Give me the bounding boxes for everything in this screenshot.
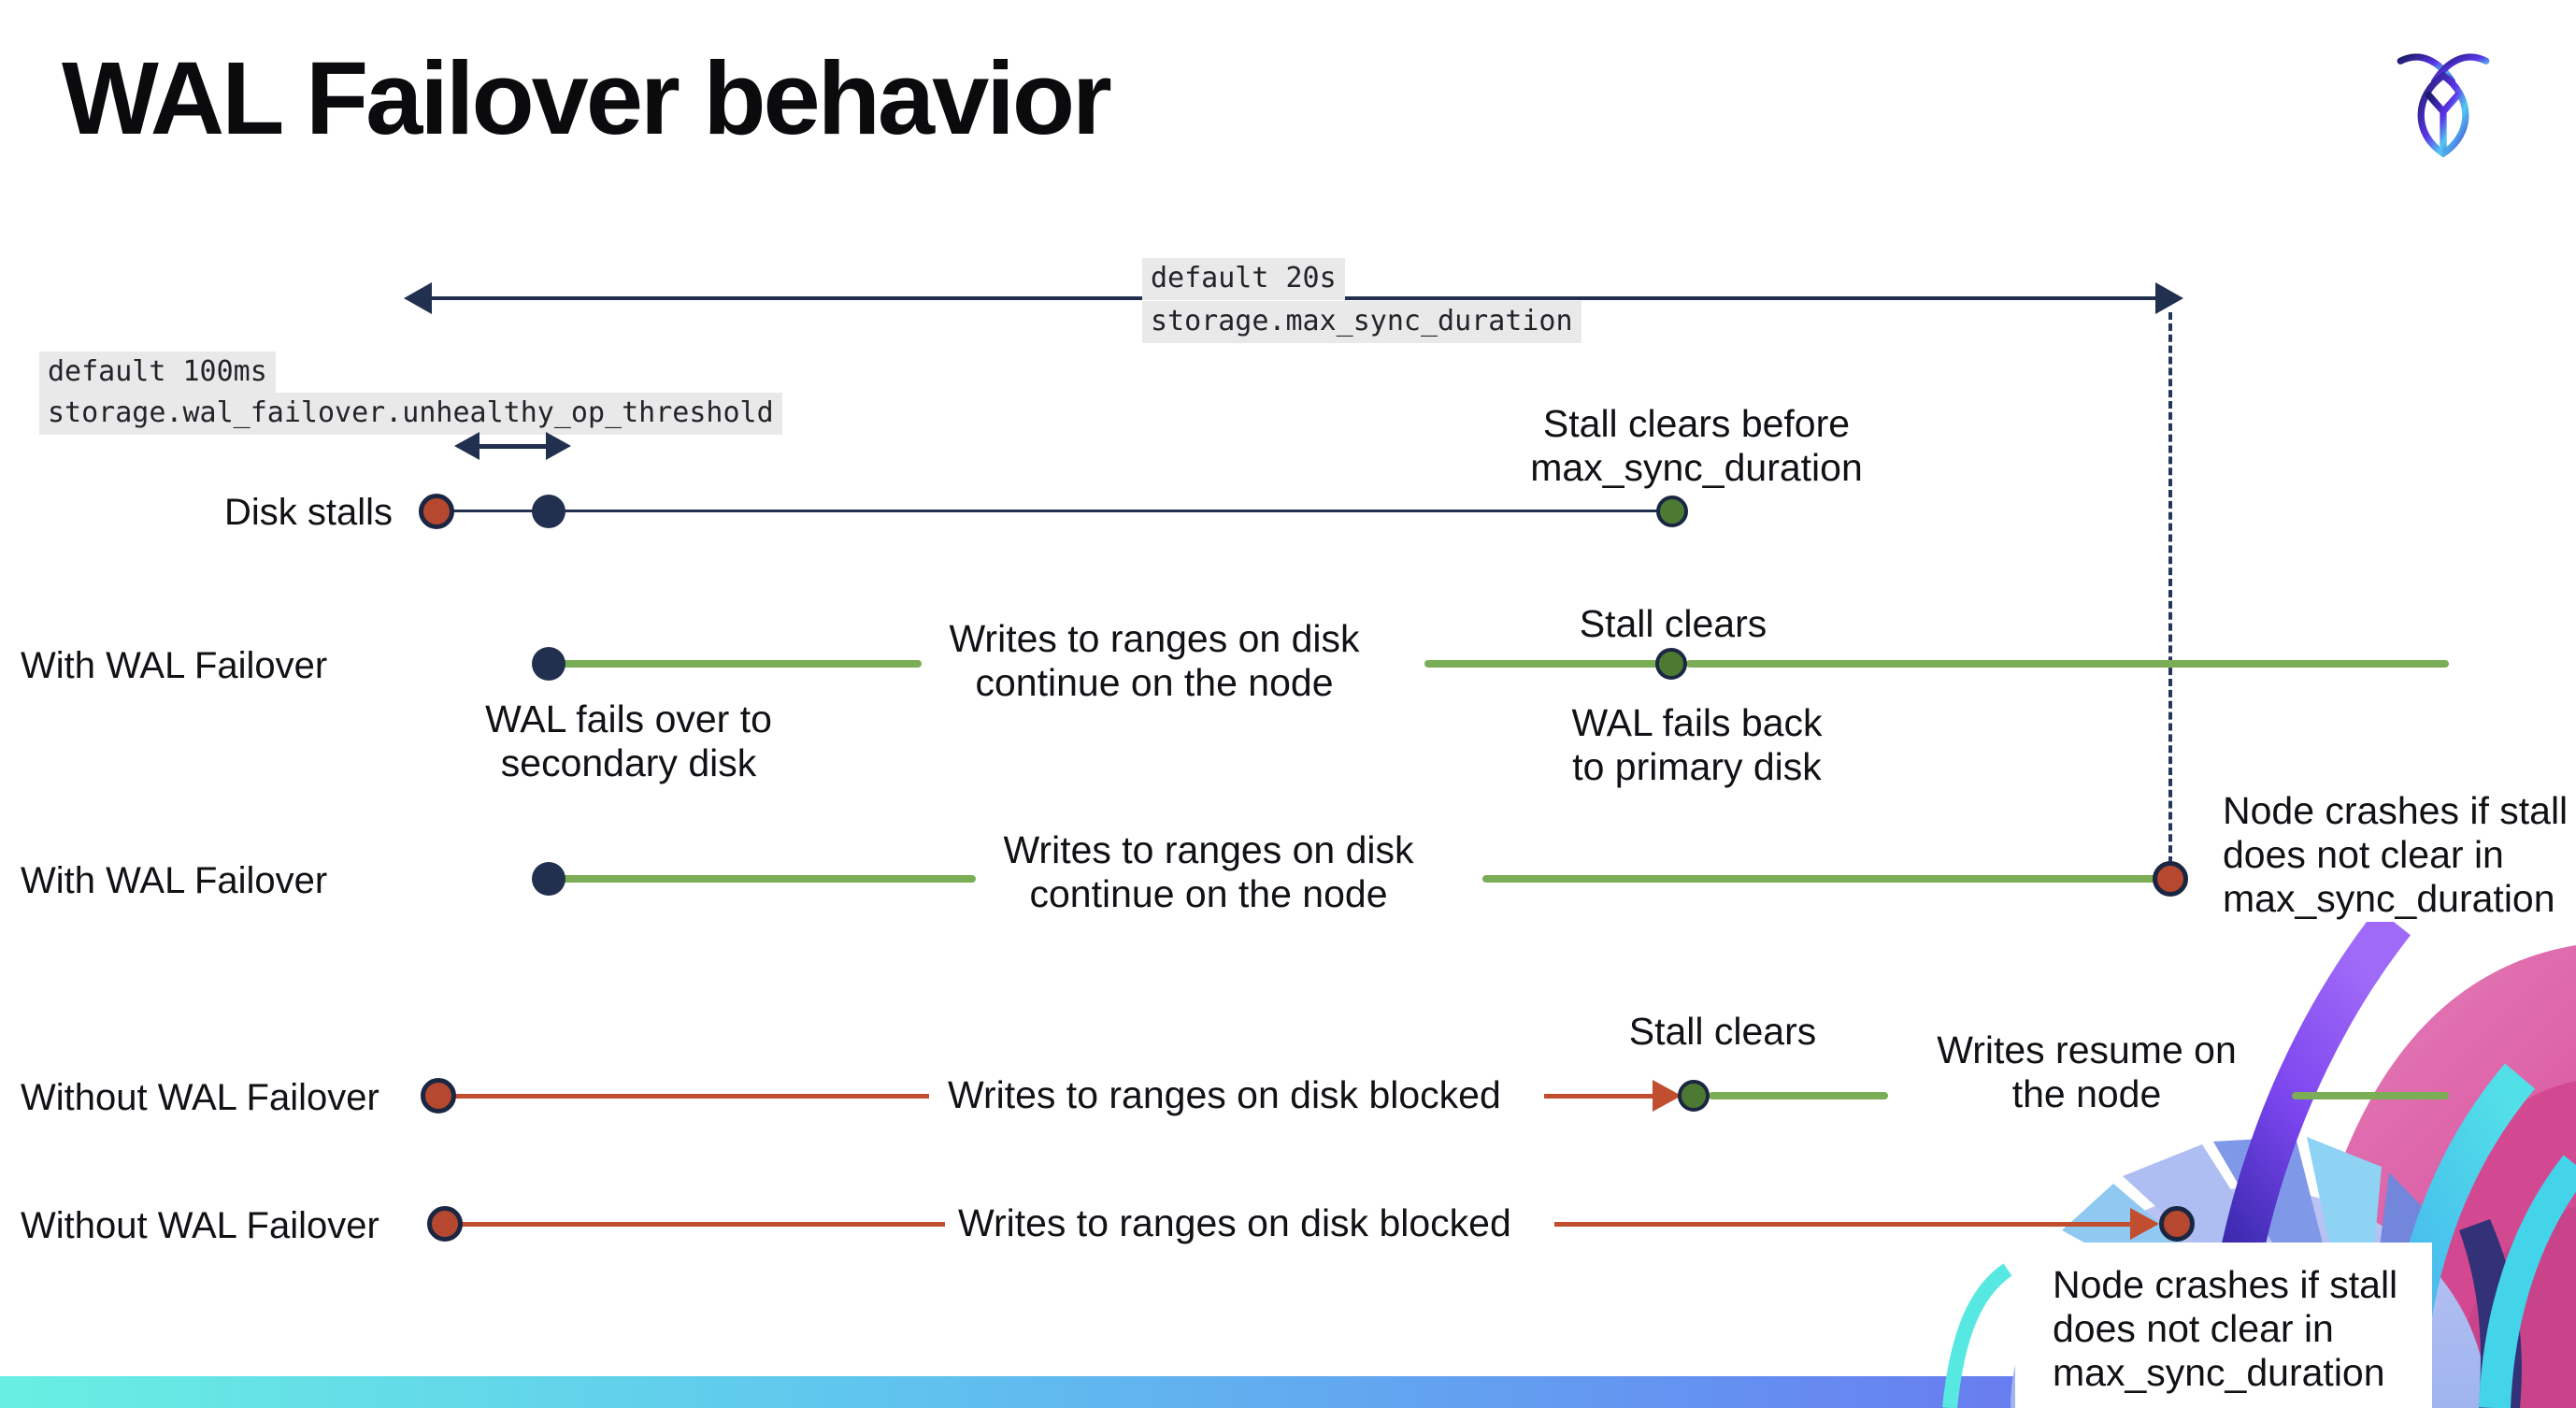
stall-clears-before-note: Stall clears before max_sync_duration <box>1530 402 1863 489</box>
unhealthy-op-setting-chip: storage.wal_failover.unhealthy_op_thresh… <box>39 393 782 435</box>
red-arrow-line <box>1554 1222 2136 1227</box>
red-blocked-segment <box>454 1094 929 1099</box>
timeline-segment <box>561 510 1672 512</box>
stall-clears-dot <box>1678 1080 1710 1112</box>
max-sync-setting-chip: storage.max_sync_duration <box>1142 301 1581 343</box>
row-label-with-wal-failover: With WAL Failover <box>21 645 328 686</box>
max-sync-boundary-dashed-line <box>2168 312 2172 864</box>
writes-resume-note: Writes resume on the node <box>1937 1028 2237 1115</box>
row-label-disk-stalls: Disk stalls <box>224 492 394 533</box>
disk-stall-start-dot <box>421 1078 456 1113</box>
writes-blocked-note: Writes to ranges on disk blocked <box>958 1201 1511 1244</box>
green-resume-segment <box>2292 1092 2449 1099</box>
row-label-with-wal-failover: With WAL Failover <box>21 860 328 901</box>
green-write-segment <box>1424 660 1660 668</box>
failover-dot <box>532 647 565 681</box>
red-blocked-segment <box>461 1222 945 1227</box>
writes-blocked-note: Writes to ranges on disk blocked <box>948 1073 1501 1116</box>
stall-clears-dot <box>1655 648 1687 680</box>
failover-dot <box>532 862 565 896</box>
disk-stall-start-dot <box>419 494 454 529</box>
arrowhead-right-icon <box>546 432 571 460</box>
red-arrow-line <box>1544 1094 1658 1099</box>
arrowhead-right-icon <box>2155 282 2183 314</box>
green-resume-segment <box>1709 1092 1888 1099</box>
timeline-segment <box>436 510 552 512</box>
red-arrowhead-icon <box>1653 1080 1682 1112</box>
max-sync-default-chip: default 20s <box>1142 258 1345 300</box>
wal-fails-back-note: WAL fails back to primary disk <box>1571 701 1823 788</box>
node-crashes-note: Node crashes if stall does not clear in … <box>2223 789 2569 920</box>
row-label-without-wal-failover: Without WAL Failover <box>21 1077 379 1118</box>
stall-clears-dot <box>1656 496 1688 527</box>
node-crashes-box: Node crashes if stall does not clear in … <box>2015 1243 2432 1408</box>
cockroachdb-logo-icon <box>2395 47 2492 159</box>
writes-continue-note: Writes to ranges on disk continue on the… <box>949 617 1360 704</box>
threshold-dot <box>532 495 565 528</box>
page-title: WAL Failover behavior <box>62 41 1112 156</box>
arrowhead-left-icon <box>454 432 479 460</box>
red-arrowhead-icon <box>2130 1208 2159 1240</box>
node-crash-dot <box>2159 1206 2195 1242</box>
row-label-without-wal-failover: Without WAL Failover <box>21 1205 379 1246</box>
unhealthy-op-default-chip: default 100ms <box>39 352 276 394</box>
stall-clears-note: Stall clears <box>1579 602 1767 645</box>
arrowhead-left-icon <box>404 282 432 314</box>
node-crash-dot <box>2153 861 2188 897</box>
writes-continue-note: Writes to ranges on disk continue on the… <box>1003 828 1414 915</box>
green-write-segment <box>561 875 976 883</box>
disk-stall-start-dot <box>427 1206 463 1242</box>
node-crashes-note: Node crashes if stall does not clear in … <box>2053 1263 2398 1394</box>
stall-clears-note: Stall clears <box>1628 1010 1817 1053</box>
unhealthy-op-arrow-line <box>477 444 548 449</box>
green-write-segment <box>561 660 922 668</box>
wal-fails-over-note: WAL fails over to secondary disk <box>485 697 772 784</box>
green-write-segment <box>1686 660 2449 668</box>
green-write-segment <box>1482 875 2159 883</box>
